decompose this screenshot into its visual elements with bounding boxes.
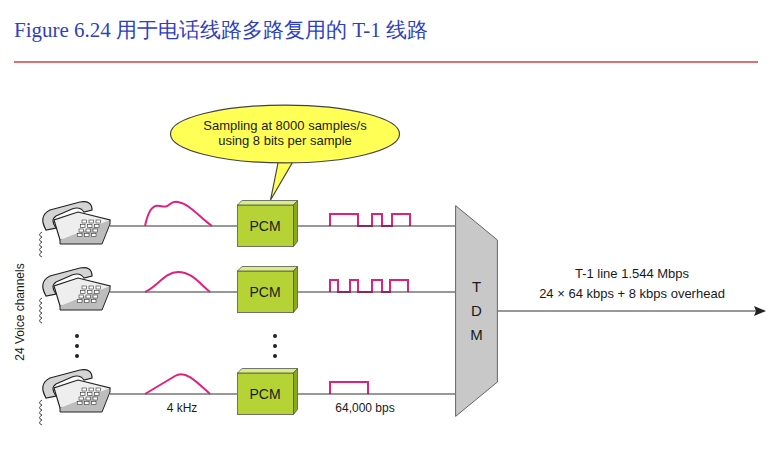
figure-title: Figure 6.24 用于电话线路多路复用的 T-1 线路: [14, 16, 428, 44]
phone-wire: [110, 225, 237, 226]
analog-signal: [145, 272, 210, 292]
axis-label: 24 Voice channels: [13, 263, 27, 360]
signal-wire: [298, 225, 455, 226]
output-line: [498, 310, 756, 311]
title-rule: [14, 61, 758, 63]
ellipsis-dot: [273, 334, 277, 338]
analog-signal: [145, 202, 212, 226]
box-label: PCM: [237, 373, 293, 415]
digital-signal: [330, 382, 368, 394]
ellipsis-dot: [75, 334, 79, 338]
bandwidth-label: 4 kHz: [167, 401, 198, 415]
box-label: PCM: [237, 205, 293, 247]
pcm-encoder-box: PCM: [237, 200, 298, 247]
signal-wire: [298, 393, 455, 394]
mux-label: TDM: [469, 275, 484, 347]
callout-bubble: Sampling at 8000 samples/s using 8 bits …: [169, 104, 401, 164]
ellipsis-dot: [273, 354, 277, 358]
digital-signal: [330, 214, 410, 226]
signal-wire: [298, 291, 455, 292]
telephone-icon: [40, 202, 111, 257]
phone-wire: [110, 393, 237, 394]
arrow-head: [754, 306, 766, 316]
callout-pointer: [271, 158, 295, 200]
digital-signal: [330, 280, 408, 292]
callout-text: Sampling at 8000 samples/s using 8 bits …: [198, 119, 373, 149]
phone-wire: [110, 291, 237, 292]
rate-label: 24 × 64 kbps + 8 kbps overhead: [539, 286, 725, 301]
bitrate-label: 64,000 bps: [335, 401, 394, 415]
pcm-encoder-box: PCM: [237, 368, 298, 415]
analog-signal: [145, 374, 210, 394]
ellipsis-dot: [75, 354, 79, 358]
ellipsis-dot: [273, 344, 277, 348]
box-label: PCM: [237, 271, 293, 313]
tdm-multiplexer: TDM: [455, 205, 498, 417]
telephone-icon: [40, 268, 111, 323]
ellipsis-dot: [75, 344, 79, 348]
pcm-encoder-box: PCM: [237, 266, 298, 313]
telephone-icon: [40, 370, 111, 425]
line-label: T-1 line 1.544 Mbps: [575, 266, 689, 281]
